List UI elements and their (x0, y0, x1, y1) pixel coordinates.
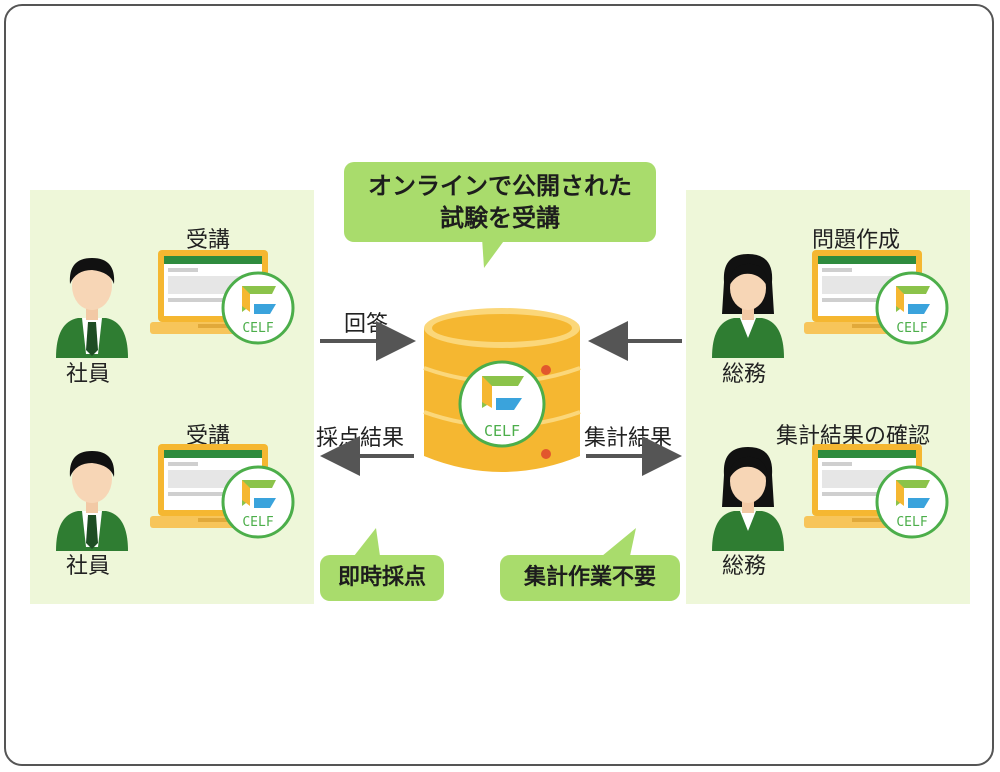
callout-line-1: オンラインで公開された (368, 172, 632, 200)
employee-action-1: 受講 (186, 228, 231, 253)
logo-text: CELF (242, 321, 273, 336)
callout-tail-top (482, 238, 506, 268)
instant-grading-callout: 即時採点 (320, 555, 444, 601)
answer-arrow (320, 321, 416, 361)
question-arrow (588, 321, 682, 361)
celf-logo-icon: CELF (875, 465, 949, 539)
employee-role-2: 社員 (66, 554, 111, 579)
logo-text: CELF (242, 515, 273, 530)
celf-logo-icon: CELF (221, 271, 295, 345)
general-affairs-role-1: 総務 (722, 362, 767, 387)
database-logo-text: CELF (484, 422, 520, 440)
logo-text: CELF (896, 321, 927, 336)
employee-avatar-2 (56, 451, 128, 551)
general-affairs-role-2: 総務 (722, 554, 767, 579)
no-aggregation-callout: 集計作業不要 (500, 555, 680, 601)
callout-tail-grading (354, 528, 380, 556)
celf-logo-icon: CELF (221, 465, 295, 539)
general-affairs-action-1: 問題作成 (812, 228, 901, 253)
callout-line-2: 試験を受講 (440, 204, 560, 232)
callout-tail-aggregation (602, 528, 636, 556)
grading-result-arrow (320, 436, 414, 476)
employee-avatar-1 (56, 258, 128, 358)
database-icon: CELF (423, 308, 581, 472)
celf-logo-icon: CELF (875, 271, 949, 345)
aggregate-result-arrow (586, 436, 682, 476)
general-affairs-avatar-2 (712, 447, 784, 551)
online-exam-callout: オンラインで公開された 試験を受講 (344, 162, 656, 242)
employee-role-1: 社員 (66, 362, 111, 387)
logo-text: CELF (896, 515, 927, 530)
general-affairs-avatar-1 (712, 254, 784, 358)
